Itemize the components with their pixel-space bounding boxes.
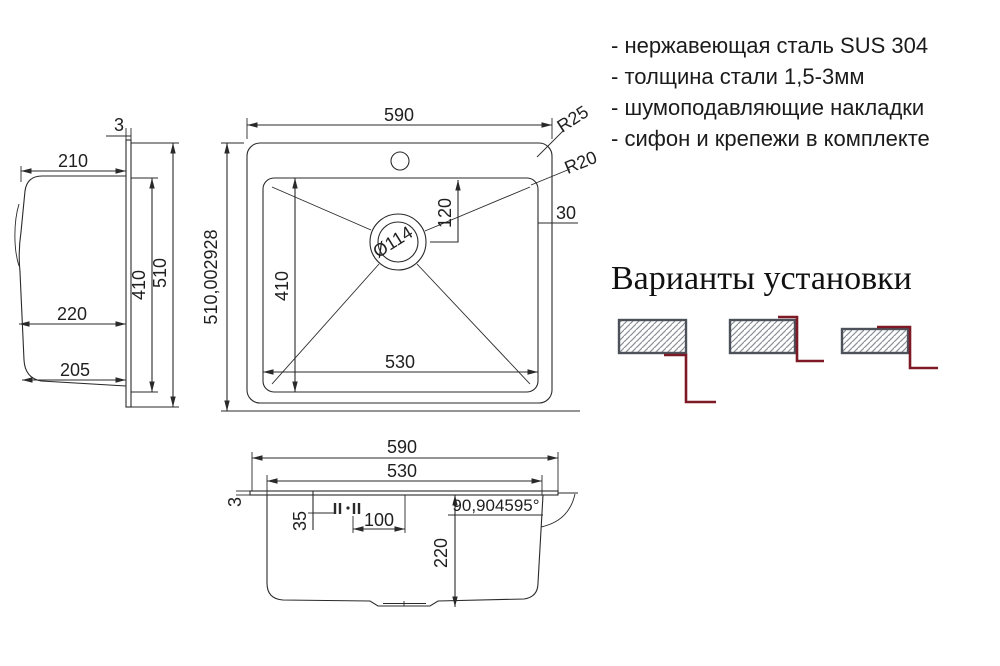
faucet-hole — [390, 151, 410, 171]
top-view-dimensions — [221, 118, 580, 412]
clip-offset-label: 35 — [290, 511, 310, 531]
drain-offset-label: 120 — [435, 198, 455, 228]
install-option-3 — [840, 325, 938, 370]
clip-center-dot — [346, 506, 350, 510]
feature-item: - шумоподавляющие накладки — [611, 95, 925, 120]
front-overall-width-label: 590 — [387, 437, 417, 457]
side-bottom-depth-label: 205 — [60, 360, 90, 380]
install-option-1 — [617, 318, 716, 404]
inner-corner-radius-label: R20 — [562, 147, 600, 178]
top-view-outline — [246, 142, 553, 404]
top-overall-height-label: 510,002928 — [201, 229, 221, 324]
install-options — [617, 315, 938, 404]
rim-offset-label: 30 — [556, 203, 576, 223]
side-view-outline — [14, 139, 132, 408]
front-view-dimensions — [236, 452, 576, 607]
feature-item: - толщина стали 1,5-3мм — [611, 64, 865, 89]
bowl-depth-label: 220 — [431, 538, 451, 568]
countertop-section-2 — [728, 318, 797, 355]
side-view: 3 210 220 205 410 510 — [14, 115, 179, 408]
front-bowl-width-label: 530 — [387, 461, 417, 481]
sink-profile-3 — [877, 325, 938, 370]
front-rim-thickness-label: 3 — [225, 497, 245, 507]
clip-spacing-label: 100 — [364, 510, 394, 530]
front-view: 590 530 3 35 100 220 90,904595° — [225, 437, 578, 607]
sink-profile-1 — [664, 353, 716, 404]
wall-angle-label: 90,904595° — [452, 496, 539, 515]
top-view: 590 510,002928 410 530 120 30 Ø114 R25 R… — [201, 102, 600, 412]
outer-corner-radius-label: R25 — [553, 102, 592, 137]
feature-item: - нержавеющая сталь SUS 304 — [611, 33, 929, 58]
side-inner-height-label: 410 — [129, 270, 149, 300]
drain-inner — [377, 221, 419, 263]
install-option-2 — [728, 315, 824, 363]
front-view-outline — [249, 490, 578, 607]
top-bowl-width-label: 530 — [385, 352, 415, 372]
drain-outer — [369, 213, 427, 271]
side-top-depth-label: 210 — [58, 151, 88, 171]
mounting-clips — [333, 503, 361, 514]
side-flange-thickness-label: 3 — [114, 115, 124, 135]
side-view-dimensions — [19, 128, 179, 408]
countertop-section-1 — [617, 318, 688, 355]
feature-list: - нержавеющая сталь SUS 304 - толщина ст… — [611, 30, 971, 154]
sink-profile-2 — [778, 315, 824, 363]
side-outer-height-label: 510 — [150, 258, 170, 288]
drain-diameter-label: Ø114 — [369, 222, 416, 262]
feature-item: - сифон и крепежи в комплекте — [611, 126, 930, 151]
top-overall-width-label: 590 — [384, 105, 414, 125]
countertop-section-3 — [840, 327, 910, 355]
install-options-title: Варианты установки — [611, 260, 912, 297]
top-bowl-height-label: 410 — [272, 271, 292, 301]
side-mid-depth-label: 220 — [57, 304, 87, 324]
